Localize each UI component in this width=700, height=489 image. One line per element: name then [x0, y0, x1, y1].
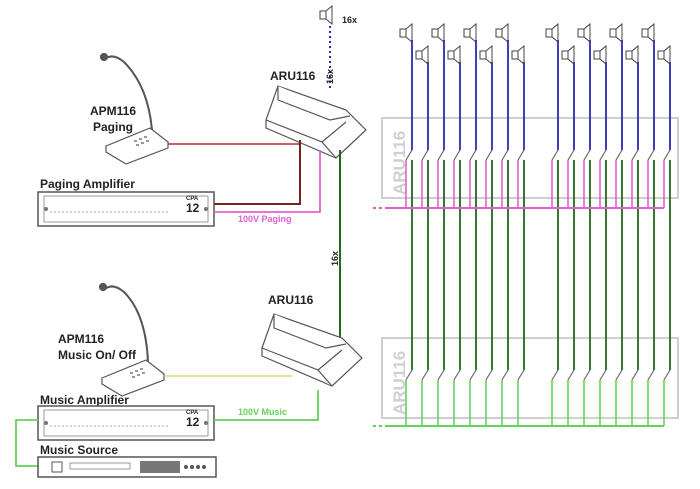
speaker-icon	[511, 45, 525, 65]
speaker-icon	[577, 23, 591, 43]
svg-text:CPA: CPA	[186, 410, 199, 416]
relay-contact	[631, 369, 639, 381]
aru-top-label: ARU116	[270, 69, 316, 83]
relay-contact	[583, 149, 591, 161]
rack-label-top: ARU116	[390, 131, 409, 195]
speaker-icon	[447, 45, 461, 65]
aru-bottom-device	[261, 313, 363, 387]
paging-amp-model: 12	[186, 201, 200, 215]
music-100v-label: 100V Music	[238, 407, 287, 417]
relay-contact	[437, 369, 445, 381]
relay-contact	[469, 369, 477, 381]
svg-text:CPA: CPA	[186, 196, 199, 202]
speaker-wiring	[399, 23, 671, 426]
music-amp-device: CPA 12	[37, 405, 215, 441]
relay-contact	[663, 369, 671, 381]
apm-bottom-label-2: Music On/ Off	[58, 348, 137, 362]
relay-contact	[631, 149, 639, 161]
speaker-icon	[545, 23, 559, 43]
music-source-cable	[15, 419, 38, 467]
music-source-device	[37, 456, 217, 478]
apm-bottom-device	[98, 282, 166, 397]
speaker-icon	[641, 23, 655, 43]
speaker-icon	[319, 5, 333, 25]
relay-contact	[437, 149, 445, 161]
rack-panel-top	[381, 117, 679, 199]
aru-top-device	[265, 85, 367, 159]
paging-amp-label: Paging Amplifier	[40, 177, 135, 191]
relay-contact	[405, 369, 413, 381]
speaker-icon	[657, 45, 671, 65]
speaker-icon	[561, 45, 575, 65]
relay-contact	[421, 369, 429, 381]
paging-100v-label: 100V Paging	[238, 214, 292, 224]
relay-contact	[421, 149, 429, 161]
relay-contact	[599, 369, 607, 381]
relay-contact	[599, 149, 607, 161]
rack-panel-bottom	[381, 337, 679, 419]
relay-contact	[453, 369, 461, 381]
speaker-icon	[495, 23, 509, 43]
paging-100v-line	[214, 150, 321, 213]
relay-contact	[517, 149, 525, 161]
link-count-label: 16x	[330, 251, 340, 266]
speaker-count-label: 16x	[342, 15, 357, 25]
relay-contact	[469, 149, 477, 161]
relay-contact	[615, 149, 623, 161]
relay-contact	[405, 149, 413, 161]
relay-contact	[647, 149, 655, 161]
relay-contact	[647, 369, 655, 381]
aru-top-count-label: 16x	[325, 69, 335, 84]
relay-contact	[501, 369, 509, 381]
speaker-icon	[399, 23, 413, 43]
apm-top-device	[99, 52, 170, 165]
music-amp-label: Music Amplifier	[40, 393, 129, 407]
relay-contact	[517, 369, 525, 381]
paging-amp-device: CPA 12	[37, 191, 215, 227]
music-amp-model: 12	[186, 415, 200, 429]
relay-contact	[551, 149, 559, 161]
relay-contact	[453, 149, 461, 161]
speaker-icon	[609, 23, 623, 43]
speaker-icon	[625, 45, 639, 65]
relay-contact	[663, 149, 671, 161]
relay-contact	[583, 369, 591, 381]
relay-contact	[551, 369, 559, 381]
relay-contact	[567, 369, 575, 381]
relay-contact	[615, 369, 623, 381]
speaker-icon	[463, 23, 477, 43]
apm-top-label-2: Paging	[93, 120, 133, 134]
apm-bottom-label-1: APM116	[58, 332, 104, 346]
music-source-label: Music Source	[40, 443, 118, 457]
music-100v-line	[214, 390, 319, 421]
relay-contact	[501, 149, 509, 161]
paging-amp-input	[214, 140, 301, 205]
relay-contact	[567, 149, 575, 161]
relay-contact	[485, 149, 493, 161]
apm-top-label-1: APM116	[90, 104, 136, 118]
speaker-icon	[415, 45, 429, 65]
speaker-icon	[479, 45, 493, 65]
speaker-icon	[431, 23, 445, 43]
aru-bottom-label: ARU116	[268, 293, 314, 307]
relay-contact	[485, 369, 493, 381]
rack-label-bottom: ARU116	[390, 351, 409, 415]
speaker-icon	[593, 45, 607, 65]
